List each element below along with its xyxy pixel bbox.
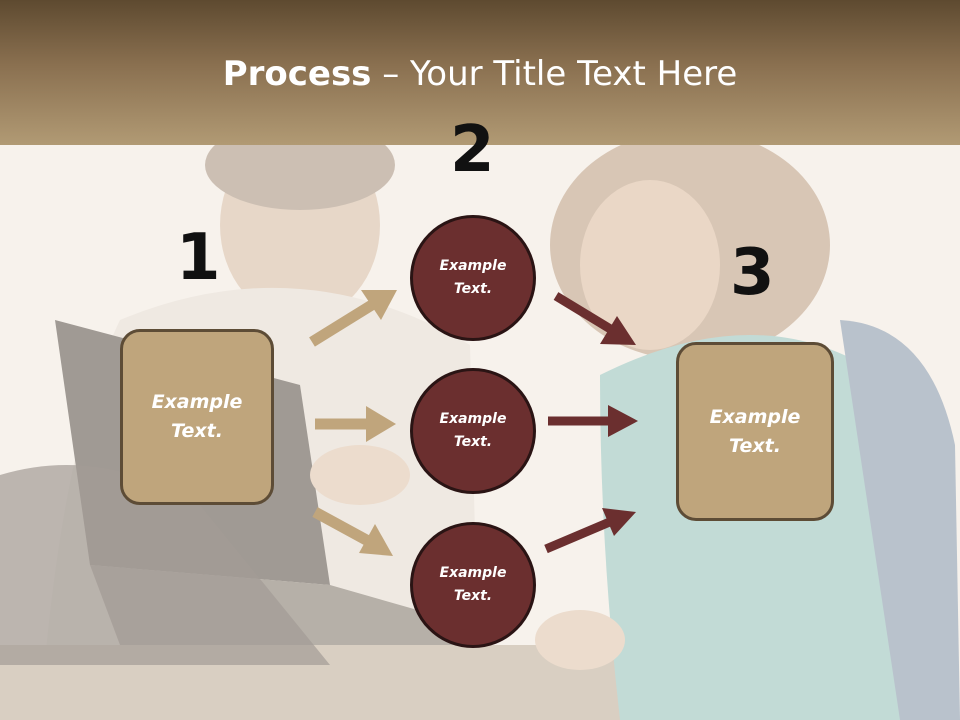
bottom-circle-line-1: Example — [439, 565, 507, 581]
title-rest: – Your Title Text Here — [371, 54, 738, 94]
left-box-line-1: Example — [151, 391, 243, 413]
step-number-1: 1 — [176, 221, 221, 295]
top-circle: Example Text. — [410, 215, 536, 341]
arrow-top-circle-to-box — [553, 292, 636, 345]
left-box-line-2: Text. — [171, 420, 223, 442]
right-box-line-1: Example — [709, 405, 801, 428]
arrow-to-middle-circle — [315, 406, 396, 442]
arrow-to-bottom-circle — [312, 507, 393, 556]
top-circle-line-1: Example — [439, 258, 507, 274]
step-number-3: 3 — [730, 236, 775, 310]
title-bar — [0, 0, 960, 145]
slide-title: Process – Your Title Text Here — [0, 52, 960, 96]
left-text-box: Example Text. — [120, 329, 274, 505]
middle-circle: Example Text. — [410, 368, 536, 494]
arrow-middle-circle-to-box — [548, 405, 638, 437]
middle-circle-line-1: Example — [439, 411, 507, 427]
top-circle-line-2: Text. — [453, 281, 493, 297]
arrow-bottom-circle-to-box — [544, 508, 636, 554]
bottom-circle: Example Text. — [410, 522, 536, 648]
right-box-line-2: Text. — [729, 434, 781, 457]
arrow-to-top-circle — [309, 290, 397, 347]
step-number-2: 2 — [450, 113, 495, 187]
right-text-box: Example Text. — [676, 342, 834, 521]
middle-circle-line-2: Text. — [453, 434, 493, 450]
bottom-circle-line-2: Text. — [453, 588, 493, 604]
title-bold: Process — [222, 54, 372, 94]
